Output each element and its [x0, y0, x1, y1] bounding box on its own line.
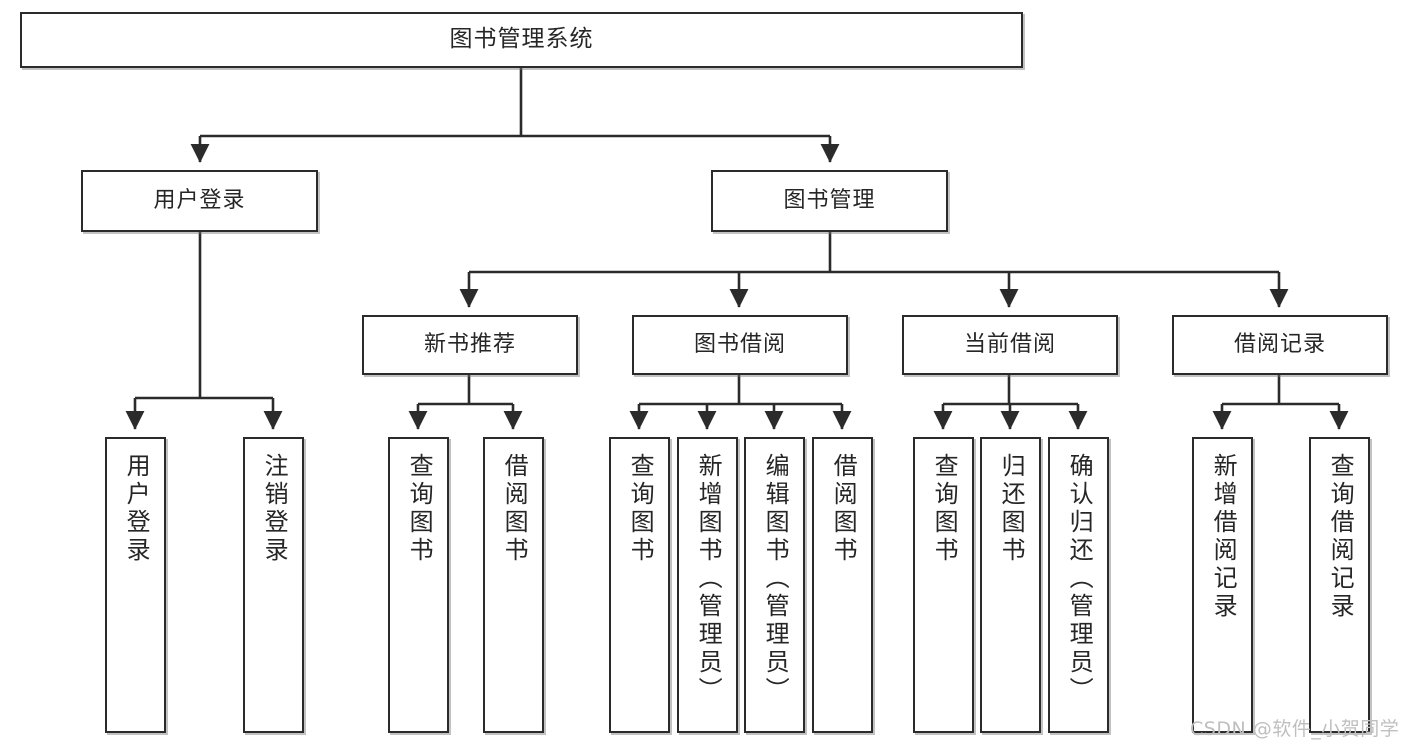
node-label: 借阅记录 — [1233, 332, 1326, 358]
node-label: 当前借阅 — [963, 332, 1056, 358]
node-label: 查询图书 — [626, 453, 655, 565]
leaf-current-borrow-confirm[interactable]: 确认归还（管理员） — [1048, 437, 1109, 733]
node-label: 新书推荐 — [423, 332, 516, 358]
node-label: 归还图书 — [997, 453, 1026, 565]
node-current-borrow[interactable]: 当前借阅 — [902, 315, 1118, 375]
node-label: 编辑图书（管理员） — [761, 453, 790, 705]
leaf-user-login-signout[interactable]: 注销登录 — [243, 437, 304, 733]
node-label: 借阅图书 — [500, 453, 529, 565]
leaf-new-book-borrow[interactable]: 借阅图书 — [483, 437, 544, 733]
node-label: 查询图书 — [930, 453, 959, 565]
leaf-user-login-signin[interactable]: 用户登录 — [105, 437, 166, 733]
leaf-book-borrow-edit[interactable]: 编辑图书（管理员） — [744, 437, 805, 733]
csdn-watermark: CSDN @软件_小贺同学 — [1190, 718, 1400, 740]
leaf-current-borrow-return[interactable]: 归还图书 — [980, 437, 1041, 733]
node-label: 确认归还（管理员） — [1065, 453, 1094, 705]
node-label: 图书借阅 — [693, 332, 786, 358]
node-label: 查询图书 — [405, 453, 434, 565]
leaf-book-borrow-borrow[interactable]: 借阅图书 — [812, 437, 873, 733]
node-book-management[interactable]: 图书管理 — [711, 170, 948, 232]
node-label: 新增图书（管理员） — [694, 453, 723, 705]
leaf-borrow-record-query[interactable]: 查询借阅记录 — [1309, 437, 1370, 733]
node-label: 用户登录 — [153, 188, 246, 214]
node-book-borrow[interactable]: 图书借阅 — [632, 315, 848, 375]
node-label: 图书管理 — [783, 188, 876, 214]
node-label: 用户登录 — [122, 453, 151, 565]
node-borrow-record[interactable]: 借阅记录 — [1172, 315, 1388, 375]
node-root-system[interactable]: 图书管理系统 — [20, 12, 1023, 68]
leaf-book-borrow-add[interactable]: 新增图书（管理员） — [677, 437, 738, 733]
node-label: 借阅图书 — [829, 453, 858, 565]
node-label: 注销登录 — [260, 453, 289, 565]
leaf-book-borrow-query[interactable]: 查询图书 — [609, 437, 670, 733]
node-label: 查询借阅记录 — [1326, 453, 1355, 621]
node-new-book-recommend[interactable]: 新书推荐 — [362, 315, 578, 375]
node-label: 图书管理系统 — [449, 26, 594, 53]
node-user-login[interactable]: 用户登录 — [81, 170, 318, 232]
leaf-new-book-query[interactable]: 查询图书 — [388, 437, 449, 733]
leaf-borrow-record-add[interactable]: 新增借阅记录 — [1192, 437, 1253, 733]
node-label: 新增借阅记录 — [1209, 453, 1238, 621]
leaf-current-borrow-query[interactable]: 查询图书 — [913, 437, 974, 733]
